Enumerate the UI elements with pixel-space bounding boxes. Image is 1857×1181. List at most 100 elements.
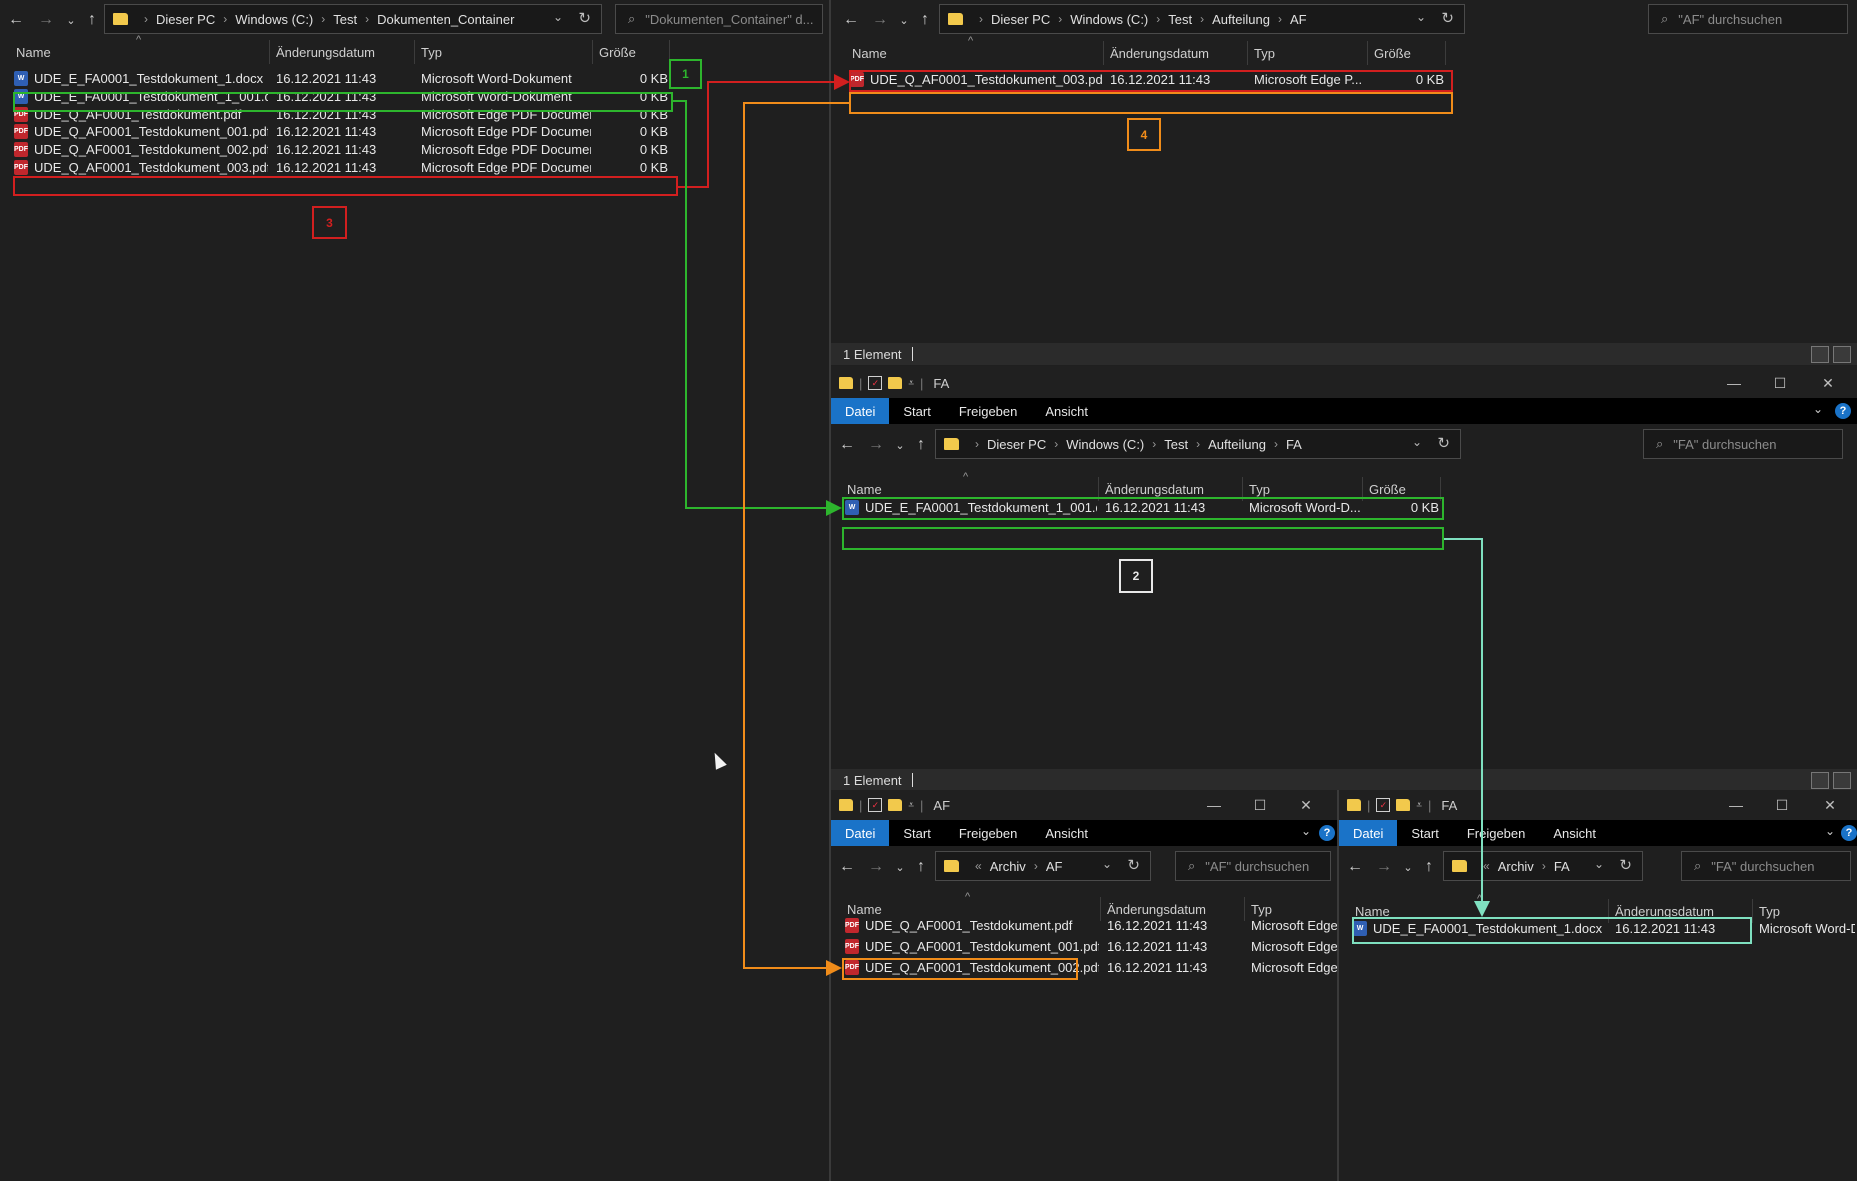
help-icon[interactable]: ?: [1835, 403, 1851, 419]
forward-button[interactable]: →: [38, 11, 54, 28]
properties-icon[interactable]: ✓: [1376, 798, 1391, 812]
column-name[interactable]: Name: [10, 40, 270, 64]
breadcrumb-item[interactable]: Dieser PC: [987, 436, 1047, 452]
tab-share[interactable]: Freigeben: [958, 403, 1018, 419]
recent-locations-button[interactable]: ⌄: [66, 14, 76, 27]
forward-button[interactable]: →: [872, 11, 888, 28]
column-date[interactable]: Änderungsdatum: [270, 40, 415, 64]
tab-file[interactable]: Datei: [1339, 820, 1398, 846]
search-input[interactable]: ⌕ "FA" durchsuchen: [1681, 851, 1851, 881]
refresh-icon[interactable]: ↻: [1437, 435, 1450, 452]
maximize-button[interactable]: ☐: [1773, 374, 1787, 391]
breadcrumb-item[interactable]: Windows (C:): [1070, 11, 1149, 27]
breadcrumb-item[interactable]: Archiv: [989, 858, 1026, 874]
up-button[interactable]: ↑: [1425, 858, 1433, 875]
breadcrumb-item[interactable]: Windows (C:): [1066, 436, 1145, 452]
file-row[interactable]: WUDE_E_FA0001_Testdokument_1_001.docx16.…: [841, 497, 1441, 518]
recent-locations-button[interactable]: ⌄: [899, 14, 909, 27]
breadcrumb-item[interactable]: AF: [1289, 11, 1307, 27]
minimize-button[interactable]: —: [1727, 375, 1741, 391]
search-input[interactable]: ⌕ "FA" durchsuchen: [1643, 429, 1843, 459]
back-button[interactable]: ←: [839, 858, 855, 875]
close-button[interactable]: ✕: [1822, 374, 1834, 391]
column-name[interactable]: Name: [841, 477, 1099, 501]
details-view-icon[interactable]: [1811, 346, 1829, 363]
tiles-view-icon[interactable]: [1833, 346, 1851, 363]
column-type[interactable]: Typ: [1248, 41, 1368, 65]
back-button[interactable]: ←: [839, 436, 855, 453]
ribbon-expand-icon[interactable]: ⌄: [1824, 824, 1835, 838]
column-size[interactable]: Größe: [593, 40, 670, 64]
column-date[interactable]: Änderungsdatum: [1101, 897, 1245, 921]
folder-icon[interactable]: [1347, 799, 1361, 811]
up-button[interactable]: ↑: [88, 11, 96, 28]
breadcrumb-item[interactable]: FA: [1553, 858, 1570, 874]
maximize-button[interactable]: ☐: [1253, 796, 1267, 813]
refresh-icon[interactable]: ↻: [1127, 857, 1140, 874]
tiles-view-icon[interactable]: [1833, 772, 1851, 789]
up-button[interactable]: ↑: [917, 858, 925, 875]
column-type[interactable]: Typ: [415, 40, 593, 64]
breadcrumb-item[interactable]: Test: [1164, 436, 1189, 452]
tab-start[interactable]: Start: [903, 825, 931, 841]
refresh-icon[interactable]: ↻: [1619, 857, 1632, 874]
column-size[interactable]: Größe: [1368, 41, 1446, 65]
help-icon[interactable]: ?: [1841, 825, 1857, 841]
close-button[interactable]: ✕: [1824, 796, 1836, 813]
refresh-icon[interactable]: ↻: [578, 10, 591, 27]
customize-toolbar-icon[interactable]: ⩡: [1416, 799, 1423, 811]
address-dropdown-icon[interactable]: ⌄: [1101, 857, 1112, 871]
search-input[interactable]: ⌕ "AF" durchsuchen: [1175, 851, 1331, 881]
recent-locations-button[interactable]: ⌄: [1403, 861, 1413, 874]
breadcrumb-item[interactable]: Dieser PC: [156, 11, 216, 27]
back-button[interactable]: ←: [8, 11, 24, 28]
search-input[interactable]: ⌕ "AF" durchsuchen: [1648, 4, 1848, 34]
up-button[interactable]: ↑: [921, 11, 929, 28]
overflow-breadcrumb-icon[interactable]: «: [1483, 859, 1490, 873]
column-date[interactable]: Änderungsdatum: [1099, 477, 1243, 501]
tab-file[interactable]: Datei: [831, 398, 890, 424]
column-size[interactable]: Größe: [1363, 477, 1441, 501]
up-button[interactable]: ↑: [917, 436, 925, 453]
address-dropdown-icon[interactable]: ⌄: [1593, 857, 1604, 871]
ribbon-expand-icon[interactable]: ⌄: [1300, 824, 1311, 838]
new-folder-icon[interactable]: [888, 377, 903, 389]
new-folder-icon[interactable]: [888, 799, 903, 811]
tab-share[interactable]: Freigeben: [1466, 825, 1526, 841]
tab-start[interactable]: Start: [1411, 825, 1439, 841]
refresh-icon[interactable]: ↻: [1441, 10, 1454, 27]
column-type[interactable]: Typ: [1245, 897, 1337, 921]
overflow-breadcrumb-icon[interactable]: «: [975, 859, 982, 873]
help-icon[interactable]: ?: [1319, 825, 1335, 841]
breadcrumb-item[interactable]: Test: [1168, 11, 1193, 27]
details-view-icon[interactable]: [1811, 772, 1829, 789]
address-bar[interactable]: « Archiv › FA ⌄ ↻: [1443, 851, 1643, 881]
column-name[interactable]: Name: [841, 897, 1101, 921]
recent-locations-button[interactable]: ⌄: [895, 439, 905, 452]
breadcrumb-item[interactable]: Windows (C:): [235, 11, 314, 27]
column-name[interactable]: Name: [846, 41, 1104, 65]
forward-button[interactable]: →: [1376, 858, 1392, 875]
column-type[interactable]: Typ: [1243, 477, 1363, 501]
breadcrumb-item[interactable]: Test: [333, 11, 358, 27]
back-button[interactable]: ←: [1347, 858, 1363, 875]
tab-view[interactable]: Ansicht: [1553, 825, 1597, 841]
address-bar[interactable]: › Dieser PC › Windows (C:) › Test › Auft…: [935, 429, 1461, 459]
breadcrumb-item[interactable]: Dokumenten_Container: [377, 11, 515, 27]
properties-icon[interactable]: ✓: [868, 376, 883, 390]
column-name[interactable]: Name: [1349, 899, 1609, 923]
breadcrumb-item[interactable]: FA: [1285, 436, 1302, 452]
